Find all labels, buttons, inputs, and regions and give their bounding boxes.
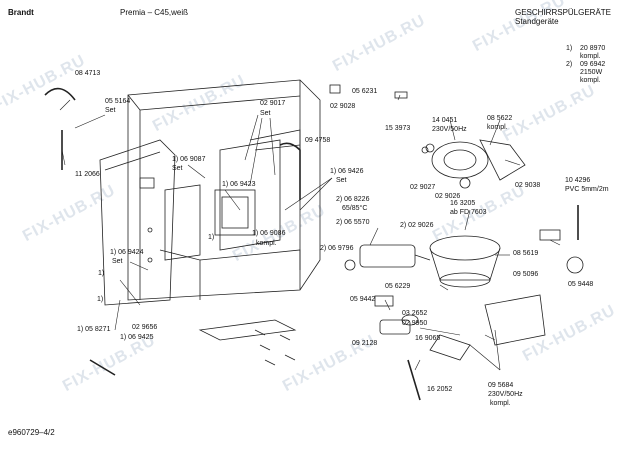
part-label: 05 6229 (385, 283, 411, 290)
legend-item: kompl. (580, 53, 601, 60)
part-label: 1) 05 8271 (77, 326, 111, 333)
part-label: 02 9026 (435, 193, 461, 200)
part-label: 08 5619 (513, 250, 539, 257)
part-label: ab FD 7603 (450, 209, 487, 216)
part-label: 08 4713 (75, 70, 101, 77)
part-label: 1) 06 9426 (330, 168, 364, 175)
part-label: 09 5684 (488, 382, 514, 389)
part-label: 2) 06 5570 (336, 219, 370, 226)
subcategory-title: Standgeräte (515, 17, 559, 26)
part-label: 05 9442 (350, 296, 376, 303)
brand-name: Brandt (8, 8, 34, 17)
part-label: 16 2052 (427, 386, 453, 393)
part-label: 10 4296 (565, 177, 591, 184)
part-label: 09 2128 (352, 340, 378, 347)
door-panel (99, 139, 176, 306)
pump-assembly (425, 139, 526, 189)
model-name: Premia – C45,weiß (120, 8, 189, 17)
document-id: e960729–4/2 (8, 428, 55, 437)
part-label: 14 0451 (432, 117, 458, 124)
part-label: 1) 06 9086 (252, 230, 286, 237)
part-label: Set (172, 165, 183, 172)
part-label: 230V/50Hz (488, 391, 523, 398)
part-label: 1) (208, 234, 215, 241)
part-label: 2) 06 9796 (320, 245, 354, 252)
part-label: 1) 06 9087 (172, 156, 206, 163)
part-label: kompl. (487, 124, 508, 131)
hoses (44, 87, 579, 401)
legend-item: 1)20 8970 (566, 45, 606, 52)
part-label: 02 9038 (515, 182, 541, 189)
part-label: 03 2652 (402, 310, 428, 317)
part-label: 1) 06 9423 (222, 181, 256, 188)
category-title: GESCHIRRSPÜLGERÄTE (515, 8, 612, 17)
part-label: 02 9656 (132, 324, 158, 331)
small-parts (254, 84, 584, 366)
part-label: 08 5622 (487, 115, 513, 122)
part-label: 11 2066 (75, 171, 100, 178)
leader-lines (59, 94, 561, 371)
base-plate (198, 319, 297, 341)
part-label: PVC 5mm/2m (565, 186, 609, 193)
part-label: Set (260, 110, 271, 117)
part-label: 02 9027 (410, 184, 436, 191)
part-label: Set (105, 107, 116, 114)
part-label: Set (112, 258, 123, 265)
legend-item: kompl. (580, 77, 601, 84)
part-label: 1) (97, 296, 104, 303)
part-label: 65/85°C (342, 205, 368, 212)
part-label: 16 3205 (450, 200, 476, 207)
part-label: 02 9017 (260, 100, 286, 107)
part-label: 2) 02 9026 (400, 222, 434, 229)
part-label: 15 3973 (385, 125, 411, 132)
part-label: 16 9065 (415, 335, 441, 342)
part-label: 2) 06 8226 (336, 196, 370, 203)
part-label: 09 5096 (513, 271, 539, 278)
part-label: kompl. (490, 400, 511, 407)
valve-assembly (379, 294, 546, 361)
part-label: 1) (98, 270, 105, 277)
part-label: 09 4758 (305, 137, 331, 144)
part-label: 1) 06 9425 (120, 334, 154, 341)
legend-item: 2)09 6942 (566, 61, 606, 68)
legend: 1)20 8970 kompl. 2)09 6942 2150W kompl. (566, 45, 605, 85)
cabinet-frame (127, 79, 321, 301)
part-label: 02 9950 (402, 320, 428, 327)
part-label: 05 9448 (568, 281, 594, 288)
part-label: 05 5164 (105, 98, 131, 105)
heater-element (344, 244, 431, 271)
part-label: 05 6231 (352, 88, 378, 95)
part-label: 1) 06 9424 (110, 249, 144, 256)
legend-item: 2150W (580, 69, 603, 76)
part-label: 02 9028 (330, 103, 356, 110)
part-label: kompl. (256, 240, 277, 247)
part-label: 230V/50Hz (432, 126, 467, 133)
part-label: Set (336, 177, 347, 184)
filter-basket (429, 235, 501, 288)
